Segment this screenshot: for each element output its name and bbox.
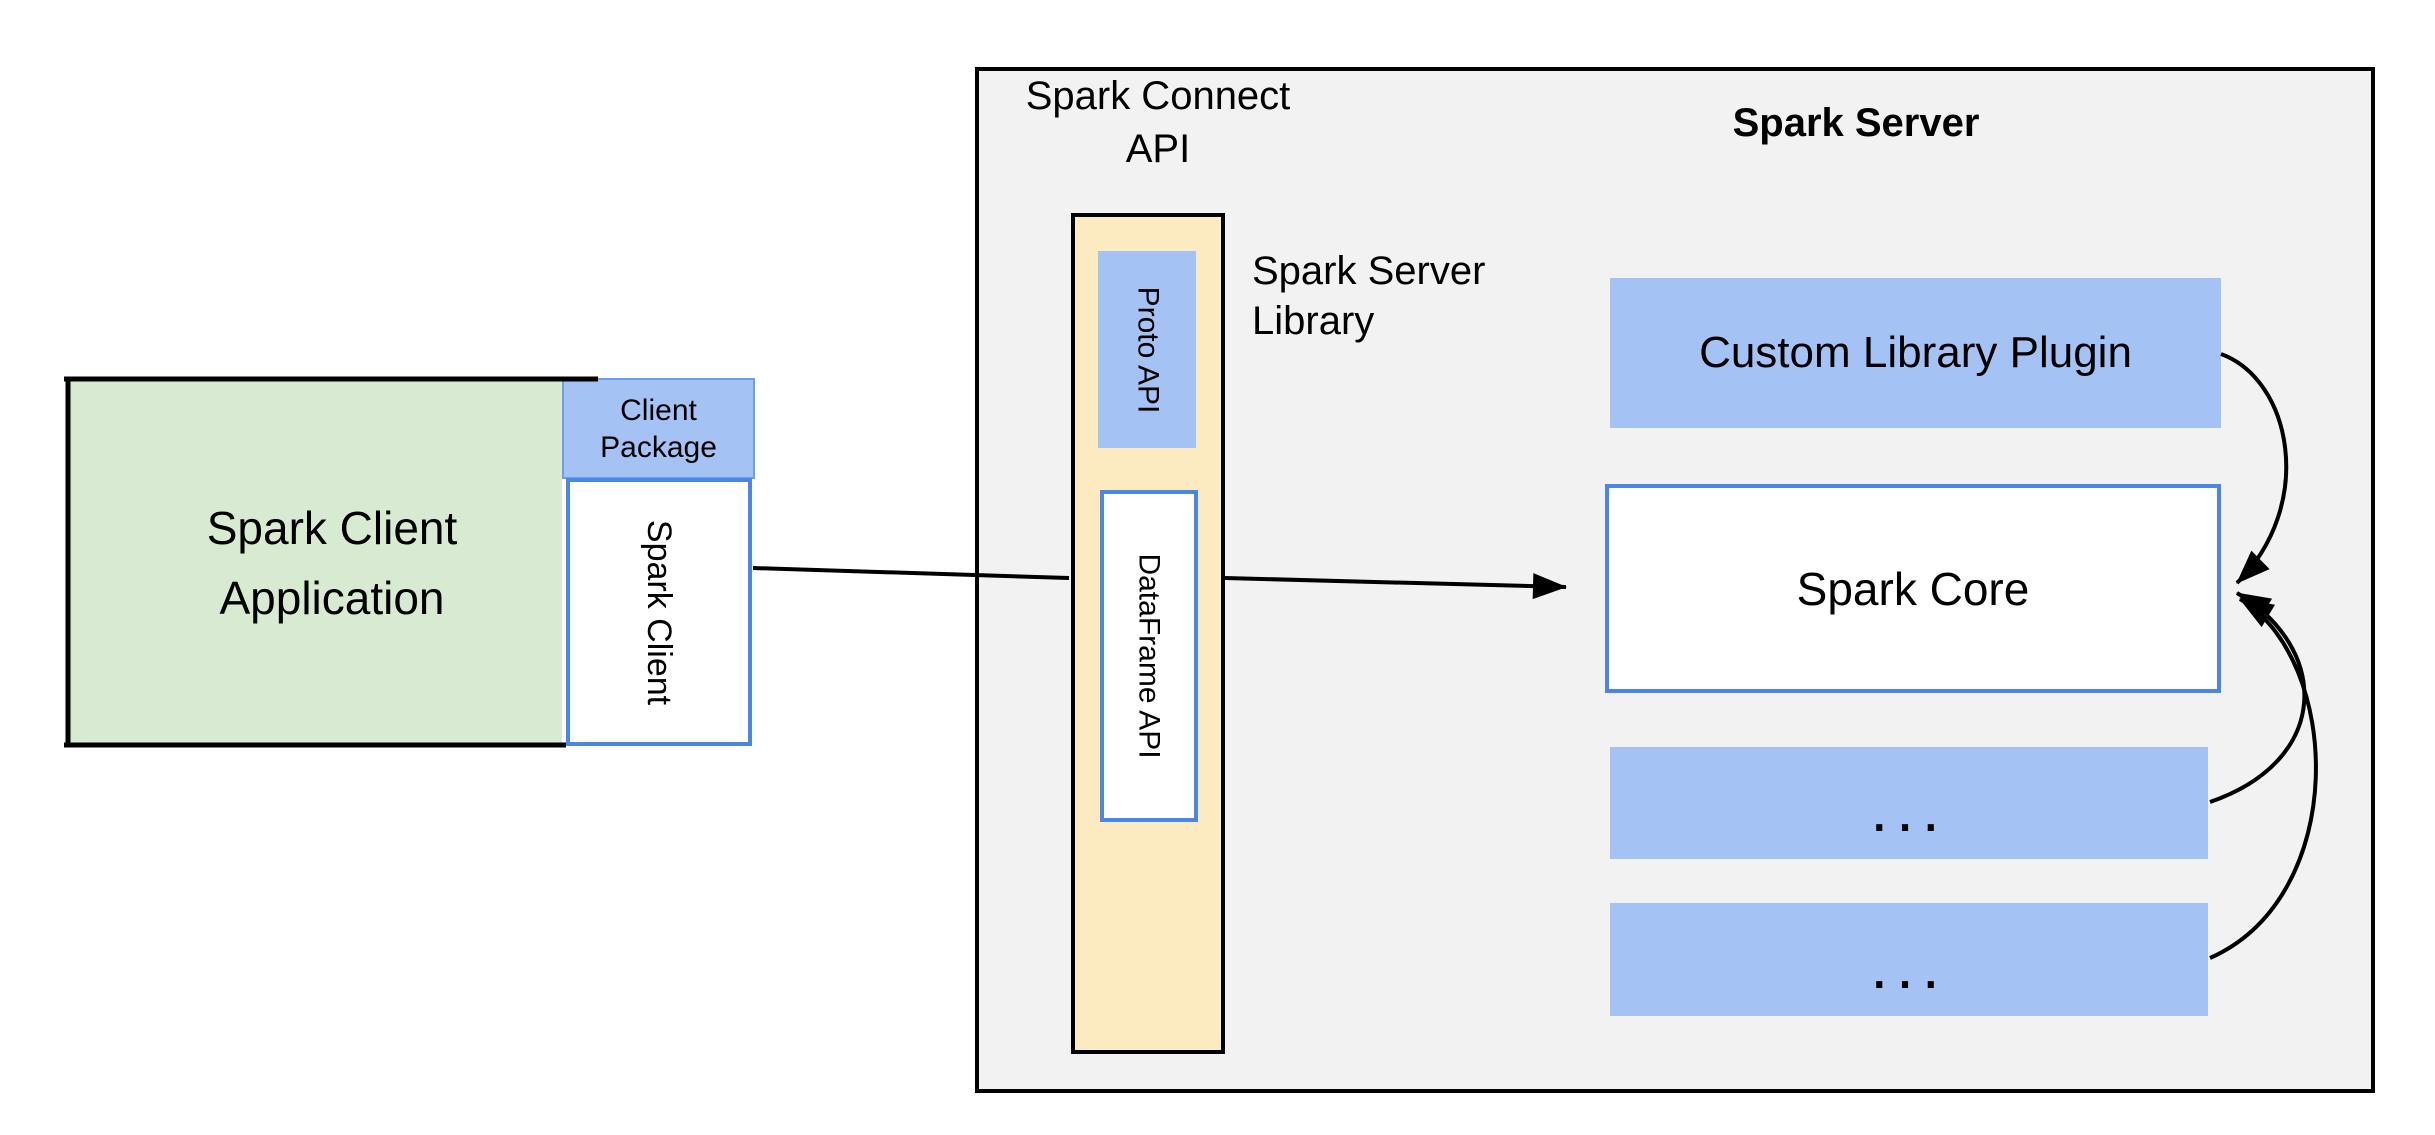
spark-core-label: Spark Core xyxy=(1796,562,2030,615)
spark-connect-api-title: Spark Connect API xyxy=(958,70,1358,176)
spark-client-application-label: Spark Client Application xyxy=(66,378,598,748)
custom-library-plugin-label: Custom Library Plugin xyxy=(1699,328,2132,377)
spark-server-title: Spark Server xyxy=(1732,101,1980,145)
spark-server-library-label: Spark Server Library xyxy=(1252,246,1672,346)
custom-library-plugin-box: Custom Library Plugin xyxy=(1610,278,2221,428)
proto-api-box: Proto API xyxy=(1098,251,1196,448)
spark-server-library-label-line2: Library xyxy=(1252,299,1375,343)
more-plugins-box-1: ... xyxy=(1610,747,2208,859)
spark-connect-api-title-line2: API xyxy=(1125,127,1191,171)
more-plugins-box-2: ... xyxy=(1610,903,2208,1016)
spark-server-library-label-line1: Spark Server xyxy=(1252,249,1486,293)
client-package-box: Client Package xyxy=(562,378,755,479)
spark-client-application-label-line2: Application xyxy=(219,572,445,624)
proto-api-label: Proto API xyxy=(1131,286,1164,413)
spark-client-label: Spark Client xyxy=(640,519,679,705)
spark-client-box: Spark Client xyxy=(566,478,752,746)
client-package-label-line2: Package xyxy=(600,430,717,464)
client-package-label-line1: Client xyxy=(620,393,697,427)
spark-core-box: Spark Core xyxy=(1605,484,2221,693)
spark-client-application-box xyxy=(68,379,562,745)
spark-connect-api-title-line1: Spark Connect xyxy=(1025,74,1291,118)
spark-client-application-label-line1: Spark Client xyxy=(206,502,458,554)
dataframe-api-label: DataFrame API xyxy=(1133,553,1167,759)
dataframe-api-box: DataFrame API xyxy=(1100,490,1198,822)
